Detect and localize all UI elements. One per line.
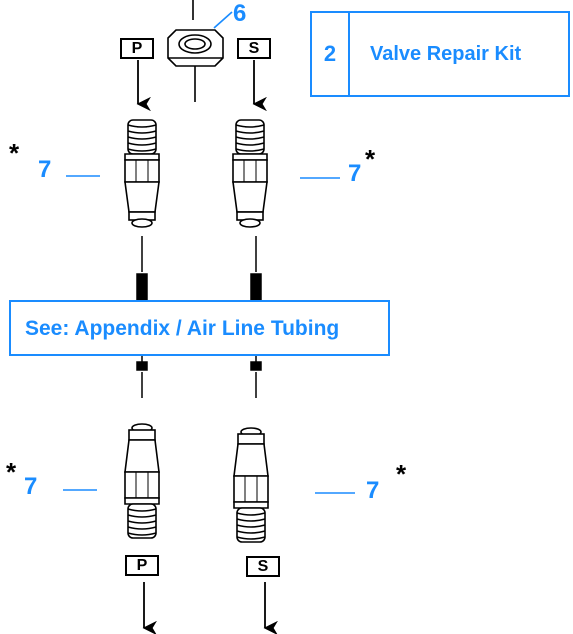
asterisk-bottom-right: * <box>396 459 407 489</box>
kit-quantity: 2 <box>312 13 350 95</box>
port-label-supply-top: S <box>237 38 271 59</box>
callout-fitting-top-left: 7 <box>38 156 52 183</box>
tubing-reference-text: See: Appendix / Air Line Tubing <box>25 317 340 340</box>
asterisk-top-right: * <box>365 144 376 174</box>
leader-line-nut <box>213 11 233 29</box>
port-label-pressure-bottom: P <box>125 555 159 576</box>
fitting-icon <box>124 423 160 539</box>
callout-fitting-bottom-right: 7 <box>366 477 380 504</box>
tubing-icon <box>136 236 148 398</box>
kit-name: Valve Repair Kit <box>370 43 522 65</box>
hex-nut-icon <box>167 0 224 102</box>
tubing-reference-box: See: Appendix / Air Line Tubing <box>9 300 390 356</box>
repair-kit-box: 2 Valve Repair Kit <box>310 11 570 97</box>
tubing-icon <box>250 236 262 398</box>
port-label-pressure-top: P <box>120 38 154 59</box>
asterisk-bottom-left: * <box>6 457 17 487</box>
port-label-supply-bottom: S <box>246 556 280 577</box>
callout-fitting-top-right: 7 <box>348 160 362 187</box>
asterisk-top-left: * <box>9 138 20 168</box>
callout-nut-number: 6 <box>233 0 247 27</box>
fitting-icon <box>124 119 160 228</box>
callout-fitting-bottom-left: 7 <box>24 473 38 500</box>
fitting-icon <box>233 427 269 543</box>
fitting-icon <box>232 119 268 228</box>
